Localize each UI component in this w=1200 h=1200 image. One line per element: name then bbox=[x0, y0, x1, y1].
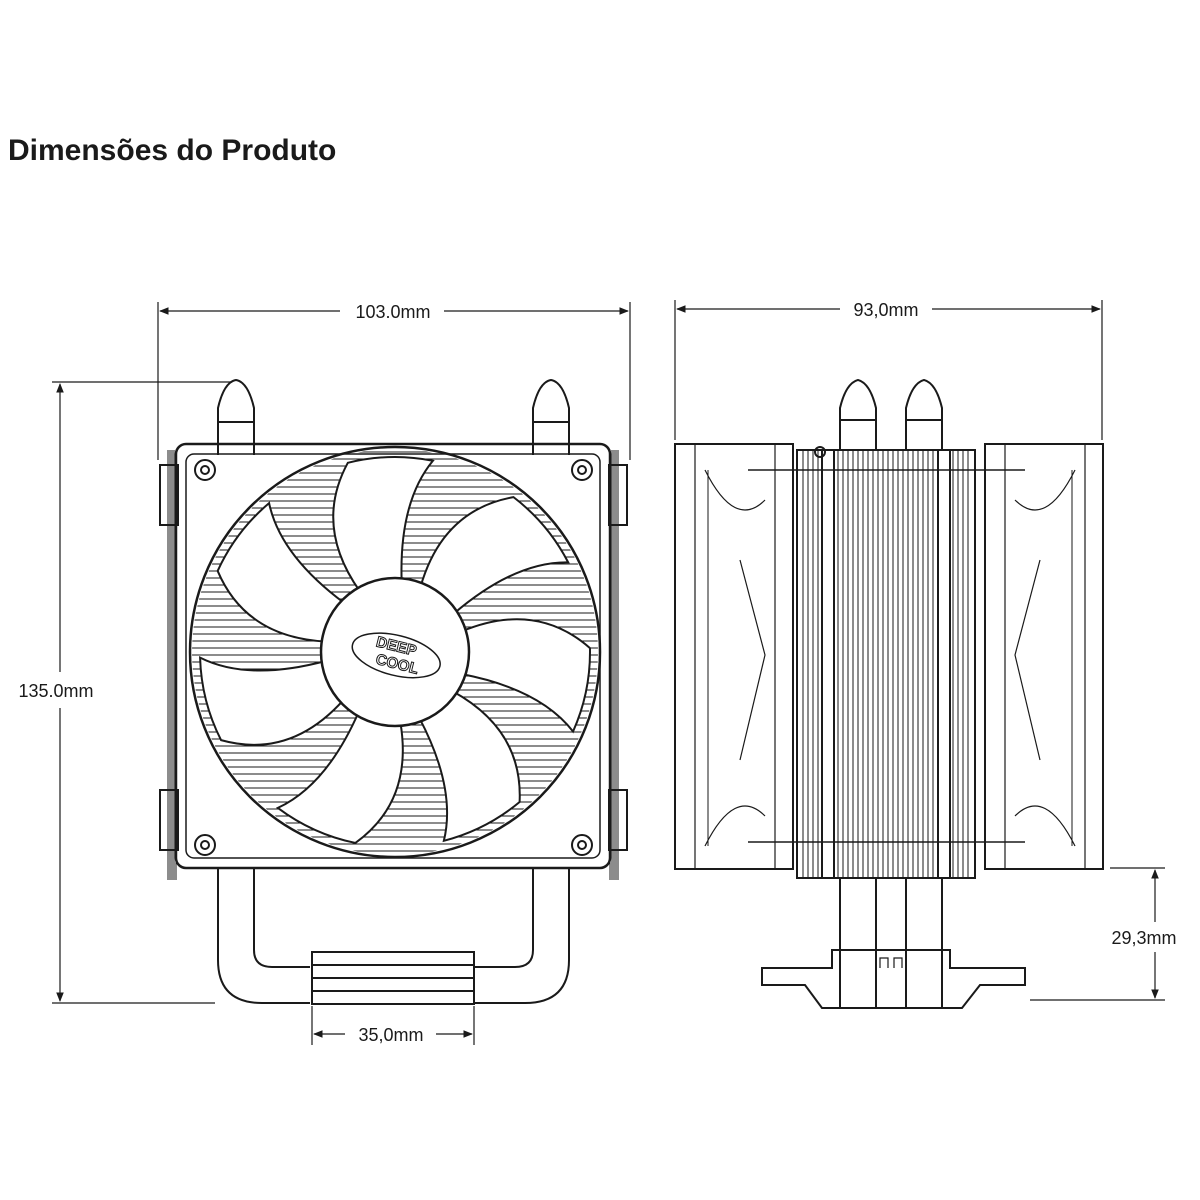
fan-blades bbox=[199, 456, 591, 845]
side-heatsink bbox=[796, 449, 976, 879]
side-fan-left bbox=[674, 443, 794, 870]
side-view bbox=[674, 378, 1104, 1009]
side-heatpipe-left bbox=[839, 877, 877, 1009]
base-height-label: 29,3mm bbox=[1111, 928, 1176, 948]
front-view: DEEP COOL bbox=[159, 378, 628, 1005]
fan-blade bbox=[460, 618, 591, 734]
width-front-label: 103.0mm bbox=[355, 302, 430, 322]
height-total-label: 135.0mm bbox=[18, 681, 93, 701]
fan-blade bbox=[216, 501, 346, 643]
fan-opening bbox=[188, 445, 602, 859]
fan-screw-holes bbox=[194, 459, 593, 856]
mounting-bracket bbox=[761, 949, 1026, 1009]
base-width-label: 35,0mm bbox=[358, 1025, 423, 1045]
side-heatpipe-tip-right bbox=[905, 378, 943, 450]
heatpipe-tip-left bbox=[217, 378, 255, 455]
dimension-lines bbox=[52, 300, 1165, 1045]
fan-frame bbox=[174, 442, 612, 870]
side-heatpipe-tip-left bbox=[839, 378, 877, 450]
fan-blade bbox=[275, 710, 404, 845]
fan-blade bbox=[332, 456, 435, 593]
fan-blade bbox=[419, 496, 570, 616]
side-fan-right bbox=[984, 443, 1104, 870]
fan-clip-bottom-left bbox=[159, 789, 179, 851]
fan-clip-top-left bbox=[159, 464, 179, 526]
heatpipe-outer-right bbox=[474, 868, 570, 1004]
fan-blade bbox=[417, 690, 521, 843]
side-heatpipe-right bbox=[905, 877, 943, 1009]
heatpipe-tip-right bbox=[532, 378, 570, 455]
fan-blade bbox=[199, 655, 345, 746]
depth-side-label: 93,0mm bbox=[853, 300, 918, 320]
fan-hub bbox=[319, 576, 471, 728]
page-title: Dimensões do Produto bbox=[8, 134, 337, 167]
heatpipe-outer-left bbox=[217, 868, 310, 1004]
